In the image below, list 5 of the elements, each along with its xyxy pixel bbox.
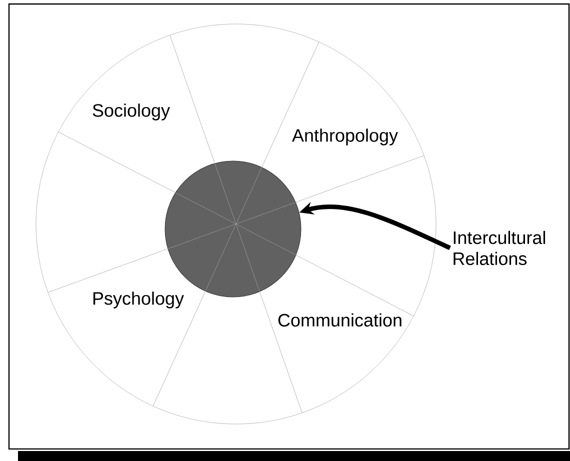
sector-label: Anthropology xyxy=(292,128,398,146)
sector-label: Psychology xyxy=(93,292,184,308)
sector-label: Sociology xyxy=(92,104,170,120)
callout-text: Intercultural Relations xyxy=(454,230,546,266)
sector-label: Communication xyxy=(278,313,402,327)
